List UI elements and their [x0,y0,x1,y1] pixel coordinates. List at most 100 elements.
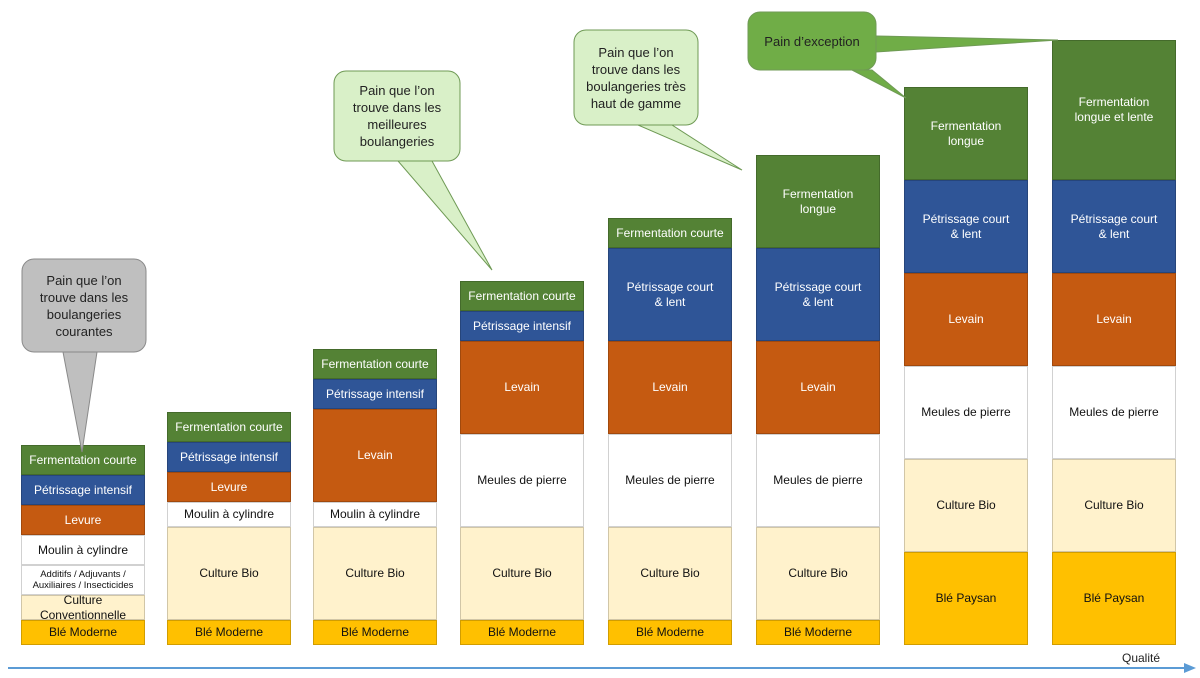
bubble-fill [584,40,688,115]
layer-label: Pétrissage intensif [472,318,572,333]
layer-petrissage: Pétrissage court & lent [1052,180,1176,273]
layer-culture: Culture Bio [313,527,437,620]
layer-culture: Culture Bio [460,527,584,620]
speech-bubble-1 [21,258,147,453]
layer-ble: Blé Moderne [460,620,584,645]
layer-moulin-meules: Meules de pierre [608,434,732,527]
layer-label: Fermentation courte [175,419,283,434]
layer-moulin-meules: Moulin à cylindre [21,535,145,565]
layer-label: Pétrissage court & lent [626,279,714,309]
layer-petrissage: Pétrissage court & lent [608,248,732,341]
layer-label: Culture Bio [199,566,259,580]
layer-label: Blé Moderne [340,625,410,639]
layer-culture: Culture Bio [608,527,732,620]
layer-ble: Blé Paysan [904,552,1028,645]
bubble-text-2: Pain que l’on trouve dans les meilleures… [352,83,442,149]
layer-label: Additifs / Adjuvants / Auxiliaires / Ins… [32,569,134,591]
layer-label: Culture Bio [345,566,405,580]
bubble-text-3: Pain que l’on trouve dans les boulangeri… [586,44,686,111]
bubble-text-1: Pain que l’on trouve dans les boulangeri… [39,272,129,339]
layer-additifs: Additifs / Adjuvants / Auxiliaires / Ins… [21,565,145,595]
layer-levure-levain: Levain [313,409,437,502]
layer-label: Fermentation longue [782,186,854,216]
layer-label: Blé Paysan [1083,591,1145,605]
layer-label: Culture Bio [788,566,848,580]
layer-ble: Blé Moderne [21,620,145,645]
layer-label: Meules de pierre [477,473,567,487]
layer-label: Pétrissage intensif [33,482,133,497]
layer-levure-levain: Levain [756,341,880,434]
layer-culture: Culture Conventionnelle [21,592,145,622]
layer-fermentation: Fermentation longue et lente [1052,40,1176,180]
layer-label: Blé Moderne [635,625,705,639]
layer-petrissage: Pétrissage intensif [313,379,437,409]
layer-moulin-meules: Meules de pierre [1052,366,1176,459]
layer-label: Levure [64,512,102,527]
layer-fermentation: Fermentation longue [756,155,880,248]
layer-ble: Blé Moderne [167,620,291,645]
bubble-fill [344,81,450,151]
layer-fermentation: Fermentation courte [21,445,145,475]
layer-label: Fermentation courte [616,225,724,240]
layer-moulin-meules: Meules de pierre [904,366,1028,459]
layer-label: Fermentation courte [29,452,137,467]
layer-petrissage: Pétrissage court & lent [756,248,880,341]
layer-label: Pétrissage intensif [325,386,425,401]
layer-label: Levure [210,479,248,494]
layer-ble: Blé Moderne [608,620,732,645]
speech-bubble-3 [573,29,743,171]
layer-petrissage: Pétrissage intensif [21,475,145,505]
layer-label: Blé Moderne [48,625,118,639]
layer-label: Pétrissage court & lent [774,279,862,309]
layer-moulin-meules: Meules de pierre [460,434,584,527]
layer-label: Levain [1096,312,1132,326]
layer-fermentation: Fermentation courte [608,218,732,248]
layer-label: Fermentation longue et lente [1074,95,1154,124]
speech-bubble-2 [333,70,493,271]
layer-label: Levain [948,312,984,326]
bubble-text-4: Pain d’exception [764,33,860,49]
layer-culture: Culture Bio [1052,459,1176,552]
layer-levure-levain: Levure [167,472,291,502]
layer-label: Fermentation courte [321,356,429,371]
layer-levure-levain: Levure [21,505,145,535]
layer-label: Culture Bio [640,566,700,580]
layer-label: Pétrissage intensif [179,449,279,464]
layer-label: Moulin à cylindre [37,542,129,557]
layer-petrissage: Pétrissage intensif [167,442,291,472]
layer-levure-levain: Levain [1052,273,1176,366]
layer-label: Meules de pierre [921,405,1011,419]
layer-fermentation: Fermentation longue [904,87,1028,180]
layer-ble: Blé Moderne [756,620,880,645]
layer-fermentation: Fermentation courte [460,281,584,311]
layer-culture: Culture Bio [756,527,880,620]
quality-axis-arrow-icon [1184,663,1196,673]
quality-axis-label: Qualité [1122,651,1161,665]
layer-label: Culture Bio [1084,498,1144,512]
layer-label: Levain [652,380,688,394]
layer-culture: Culture Bio [904,459,1028,552]
layer-label: Blé Moderne [487,625,557,639]
bubble-fill [758,22,866,60]
layer-label: Moulin à cylindre [183,507,275,521]
layer-levure-levain: Levain [608,341,732,434]
layer-label: Meules de pierre [773,473,863,487]
layer-levure-levain: Levain [460,341,584,434]
layer-label: Pétrissage court & lent [922,211,1010,241]
layer-petrissage: Pétrissage court & lent [904,180,1028,273]
layer-levure-levain: Levain [904,273,1028,366]
layer-label: Blé Paysan [935,591,997,605]
layer-label: Meules de pierre [1069,405,1159,419]
layer-label: Culture Bio [492,566,552,580]
layer-label: Levain [357,448,393,462]
bubble-fill [32,269,136,342]
layer-moulin-meules: Meules de pierre [756,434,880,527]
layer-moulin-meules: Moulin à cylindre [313,502,437,527]
layer-ble: Blé Paysan [1052,552,1176,645]
layer-label: Moulin à cylindre [329,507,421,521]
layer-ble: Blé Moderne [313,620,437,645]
layer-label: Culture Conventionnelle [39,592,127,622]
